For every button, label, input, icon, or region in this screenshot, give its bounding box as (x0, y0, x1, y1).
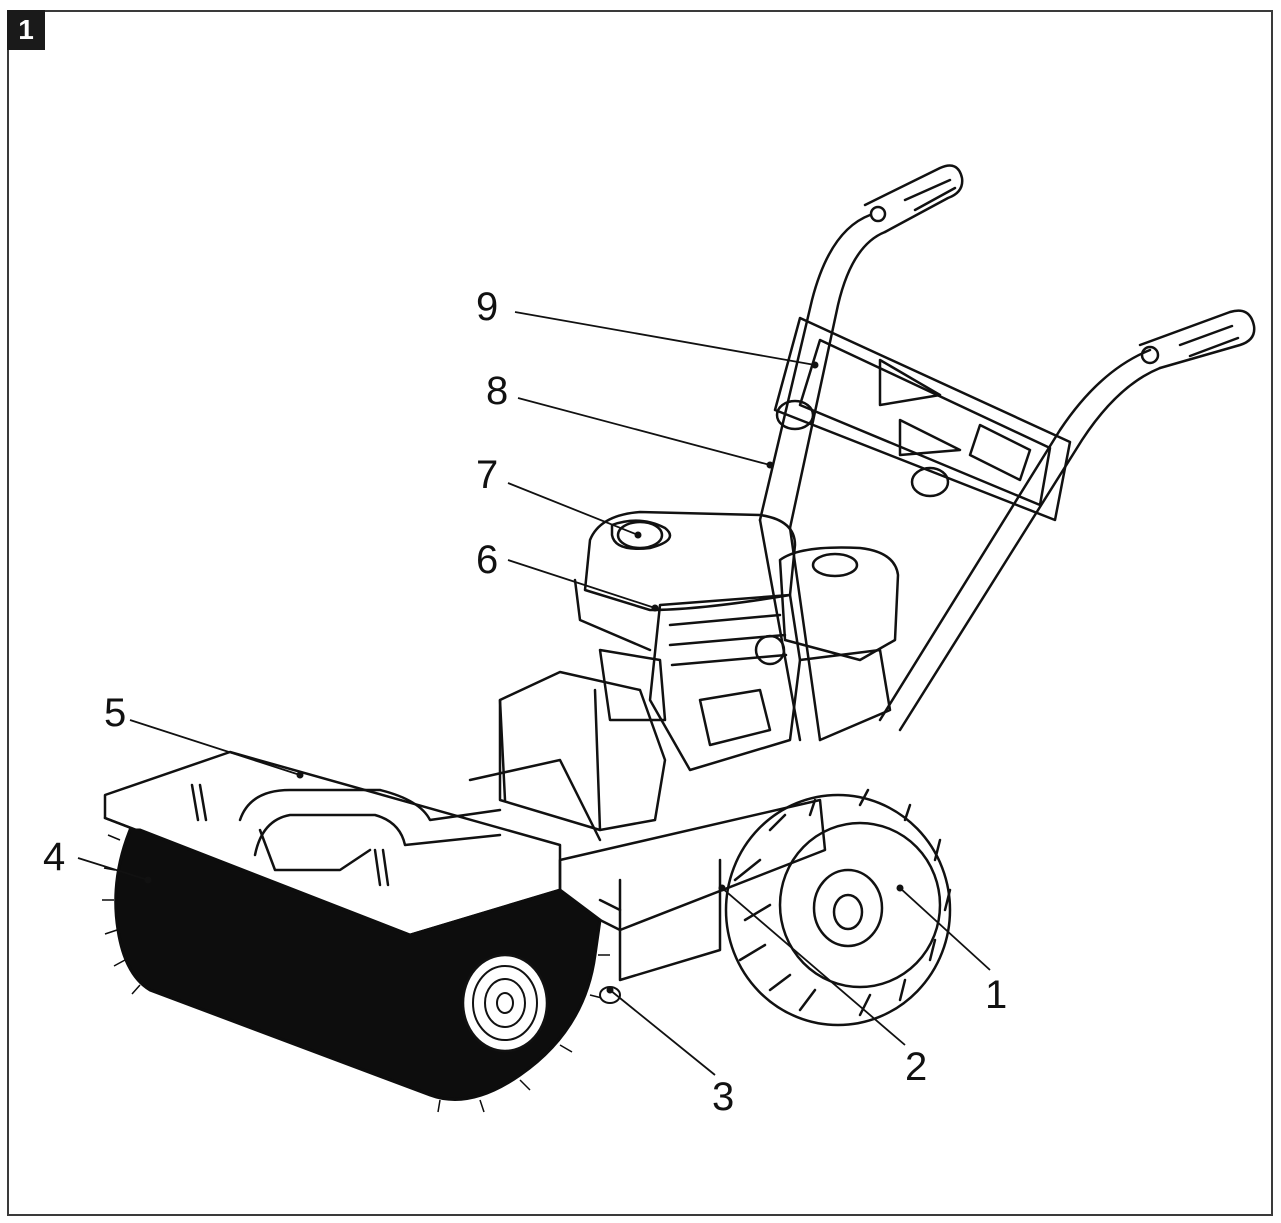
leader-line-9 (514, 311, 816, 366)
callout-4: 4 (43, 835, 65, 879)
drive-wheel (724, 788, 952, 1027)
callout-3: 3 (712, 1075, 734, 1119)
figure-frame (7, 10, 1273, 1216)
leader-line-1 (899, 887, 991, 971)
leader-dots (144, 361, 904, 994)
leader-line-8 (517, 397, 771, 466)
rotary-brush (102, 828, 621, 1113)
leader-line-6 (507, 559, 656, 609)
leader-line-7 (507, 482, 639, 536)
engine (498, 510, 900, 832)
callout-5: 5 (104, 691, 126, 735)
callout-1: 1 (985, 973, 1007, 1017)
handlebar (758, 164, 1256, 742)
leader-lines (77, 311, 991, 1076)
figure-number-badge: 1 (7, 10, 45, 50)
callout-9: 9 (476, 285, 498, 329)
leader-line-5 (129, 719, 301, 776)
callout-8: 8 (486, 369, 508, 413)
callout-2: 2 (905, 1045, 927, 1089)
leader-line-4 (77, 857, 149, 881)
leader-line-2 (721, 887, 906, 1046)
callout-6: 6 (476, 538, 498, 582)
callout-7: 7 (476, 453, 498, 497)
callout-labels: 1 2 3 4 5 6 7 8 9 (43, 285, 1007, 1119)
leader-line-3 (609, 989, 716, 1076)
